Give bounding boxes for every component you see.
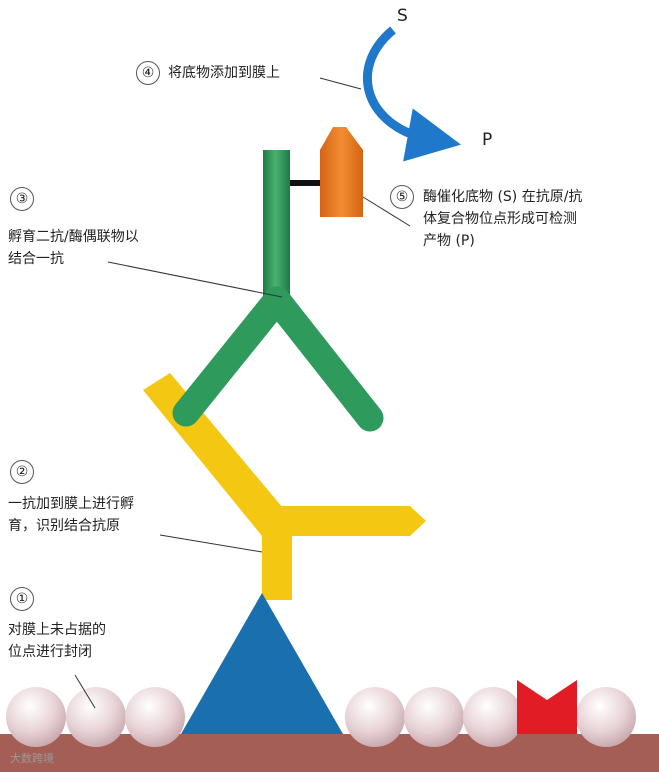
bead bbox=[66, 687, 126, 747]
enzyme bbox=[320, 127, 363, 217]
bead bbox=[6, 687, 66, 747]
bead bbox=[576, 687, 636, 747]
product-label: P bbox=[482, 130, 493, 150]
substrate-arrow bbox=[362, 26, 461, 162]
bead bbox=[404, 687, 464, 747]
step-4-label: 将底物添加到膜上 bbox=[168, 65, 280, 81]
blocker-shape bbox=[517, 680, 577, 734]
substrate-label: S bbox=[397, 6, 408, 26]
leader-line-2 bbox=[159, 534, 263, 553]
leader-lines bbox=[74, 77, 411, 709]
bead bbox=[125, 687, 185, 747]
blocking-beads bbox=[6, 687, 636, 747]
antigen bbox=[181, 593, 343, 734]
watermark: 大数跨境 bbox=[10, 752, 54, 765]
step-1-label: 对膜上未占据的 位点进行封闭 bbox=[8, 622, 106, 660]
leader-line-5 bbox=[362, 196, 411, 227]
bead bbox=[345, 687, 405, 747]
leader-line-3 bbox=[107, 261, 283, 298]
step-5-number: ⑤ bbox=[390, 185, 414, 209]
step-2-label: 一抗加到膜上进行孵 育，识别结合抗原 bbox=[8, 496, 134, 534]
bead bbox=[463, 687, 523, 747]
leader-line-1 bbox=[74, 674, 96, 709]
secondary-antibody bbox=[172, 150, 384, 432]
step-5-label: 酶催化底物 (S) 在抗原/抗 体复合物位点形成可检测 产物 (P) bbox=[423, 189, 583, 249]
step-3-number: ③ bbox=[10, 187, 34, 211]
step-1-number: ① bbox=[10, 587, 34, 611]
step-4-number: ④ bbox=[136, 61, 160, 85]
step-2-number: ② bbox=[10, 460, 34, 484]
step-3-label: 孵育二抗/酶偶联物以 结合一抗 bbox=[8, 229, 139, 267]
leader-line-4 bbox=[319, 77, 362, 90]
